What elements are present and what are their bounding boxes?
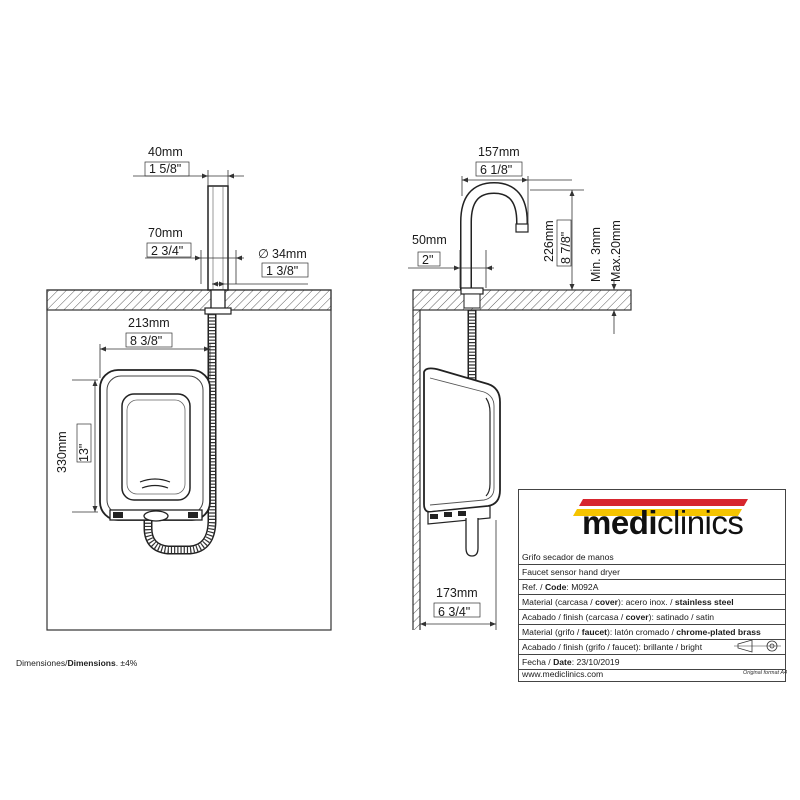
side-dryer-housing	[423, 367, 501, 513]
dim-max-20mm: Max.20mm	[609, 220, 623, 282]
tb-code-bold: Code	[544, 582, 567, 592]
tb-english-name: Faucet sensor hand dryer	[522, 567, 620, 577]
dim-diameter-symbol: ∅	[258, 247, 269, 261]
dim-330mm: 330mm	[55, 431, 69, 473]
dim-8-7-8-in: 8 7/8"	[559, 232, 573, 264]
footer-left-c: . ±4%	[115, 658, 138, 668]
tb-row-date: Fecha / Date: 23/10/2019	[519, 655, 785, 670]
tb-row-english-name: Faucet sensor hand dryer	[519, 565, 785, 580]
tb-code-value: : M092A	[566, 582, 599, 592]
tb-date-c: : 23/10/2019	[571, 657, 620, 667]
tb-material-faucet-a: Material (grifo /	[522, 627, 582, 637]
dim-2-in: 2"	[422, 253, 433, 267]
footer-left-a: Dimensiones/	[16, 658, 68, 668]
tb-date-a: Fecha /	[522, 657, 554, 667]
dim-2-3-4-in: 2 3/4"	[151, 244, 183, 258]
mediclinics-logo: mediclinics	[582, 504, 744, 542]
tb-material-cover-c: ): acero inox. /	[618, 597, 675, 607]
tb-website: www.mediclinics.com	[522, 669, 604, 679]
footer-left-b: Dimensions	[67, 658, 116, 668]
dim-1-3-8-in: 1 3/8"	[266, 264, 298, 278]
front-view: 40mm 1 5/8" 70mm 2 3/4" ∅ 34mm 1 3/8"	[46, 145, 332, 631]
tb-material-cover-a: Material (carcasa /	[522, 597, 596, 607]
tb-spanish-name: Grifo secador de manos	[522, 552, 614, 562]
tb-material-faucet-b: faucet	[581, 627, 608, 637]
logo-bold: medi	[582, 504, 658, 541]
tb-row-website: www.mediclinics.com	[519, 667, 785, 682]
dim-157mm: 157mm	[478, 145, 520, 159]
side-nozzle	[465, 518, 479, 557]
dim-8-3-8-in: 8 3/8"	[130, 334, 162, 348]
tb-finish-faucet: Acabado / finish (grifo / faucet): brill…	[522, 642, 703, 652]
dim-1-5-8-in: 1 5/8"	[149, 162, 181, 176]
dim-226mm: 226mm	[542, 220, 556, 262]
title-block	[518, 489, 786, 682]
dim-min-3mm: Min. 3mm	[589, 227, 603, 282]
tb-material-faucet-c: ): latón cromado /	[607, 627, 677, 637]
front-faucet-spout	[207, 185, 229, 291]
tb-row-finish-faucet: Acabado / finish (grifo / faucet): brill…	[519, 640, 785, 655]
dim-50mm: 50mm	[412, 233, 447, 247]
footer-dimensions-note: Dimensiones/Dimensions. ±4%	[16, 658, 137, 668]
tb-row-spanish-name: Grifo secador de manos	[519, 550, 785, 565]
side-view: 157mm 6 1/8" 50mm 2" 226mm 8 7/8"	[408, 145, 632, 630]
dim-13-in: 13"	[77, 444, 91, 462]
tb-finish-cover-b: cover	[625, 612, 649, 622]
front-countertop-hatch	[46, 289, 332, 311]
tb-date-b: Date	[553, 657, 572, 667]
tb-code-label: Ref. /	[522, 582, 545, 592]
dim-40mm: 40mm	[148, 145, 183, 159]
logo-area: mediclinics	[519, 490, 785, 550]
tb-material-cover-b: cover	[595, 597, 619, 607]
tb-material-faucet-d: chrome-plated brass	[676, 627, 761, 637]
tb-row-finish-cover: Acabado / finish (carcasa / cover): sati…	[519, 610, 785, 625]
tb-row-material-cover: Material (carcasa / cover): acero inox. …	[519, 595, 785, 610]
logo-thin: clinics	[657, 504, 744, 541]
dim-173mm: 173mm	[436, 586, 478, 600]
dim-70mm: 70mm	[148, 226, 183, 240]
tb-material-cover-d: stainless steel	[674, 597, 734, 607]
dim-diameter-34mm: 34mm	[272, 247, 307, 261]
side-faucet-gooseneck	[460, 181, 528, 290]
tb-finish-cover-a: Acabado / finish (carcasa /	[522, 612, 626, 622]
tb-row-code: Ref. / Code: M092A	[519, 580, 785, 595]
dim-6-3-4-in: 6 3/4"	[438, 605, 470, 619]
logo-stripes	[573, 499, 748, 516]
tb-finish-cover-c: ): satinado / satin	[648, 612, 715, 622]
footer-original-format: Original format A4	[743, 670, 788, 676]
side-countertop-hatch	[412, 289, 632, 311]
projection-symbol-icon	[734, 639, 781, 653]
dim-213mm: 213mm	[128, 316, 170, 330]
tb-row-material-faucet: Material (grifo / faucet): latón cromado…	[519, 625, 785, 640]
dim-6-1-8-in: 6 1/8"	[480, 163, 512, 177]
